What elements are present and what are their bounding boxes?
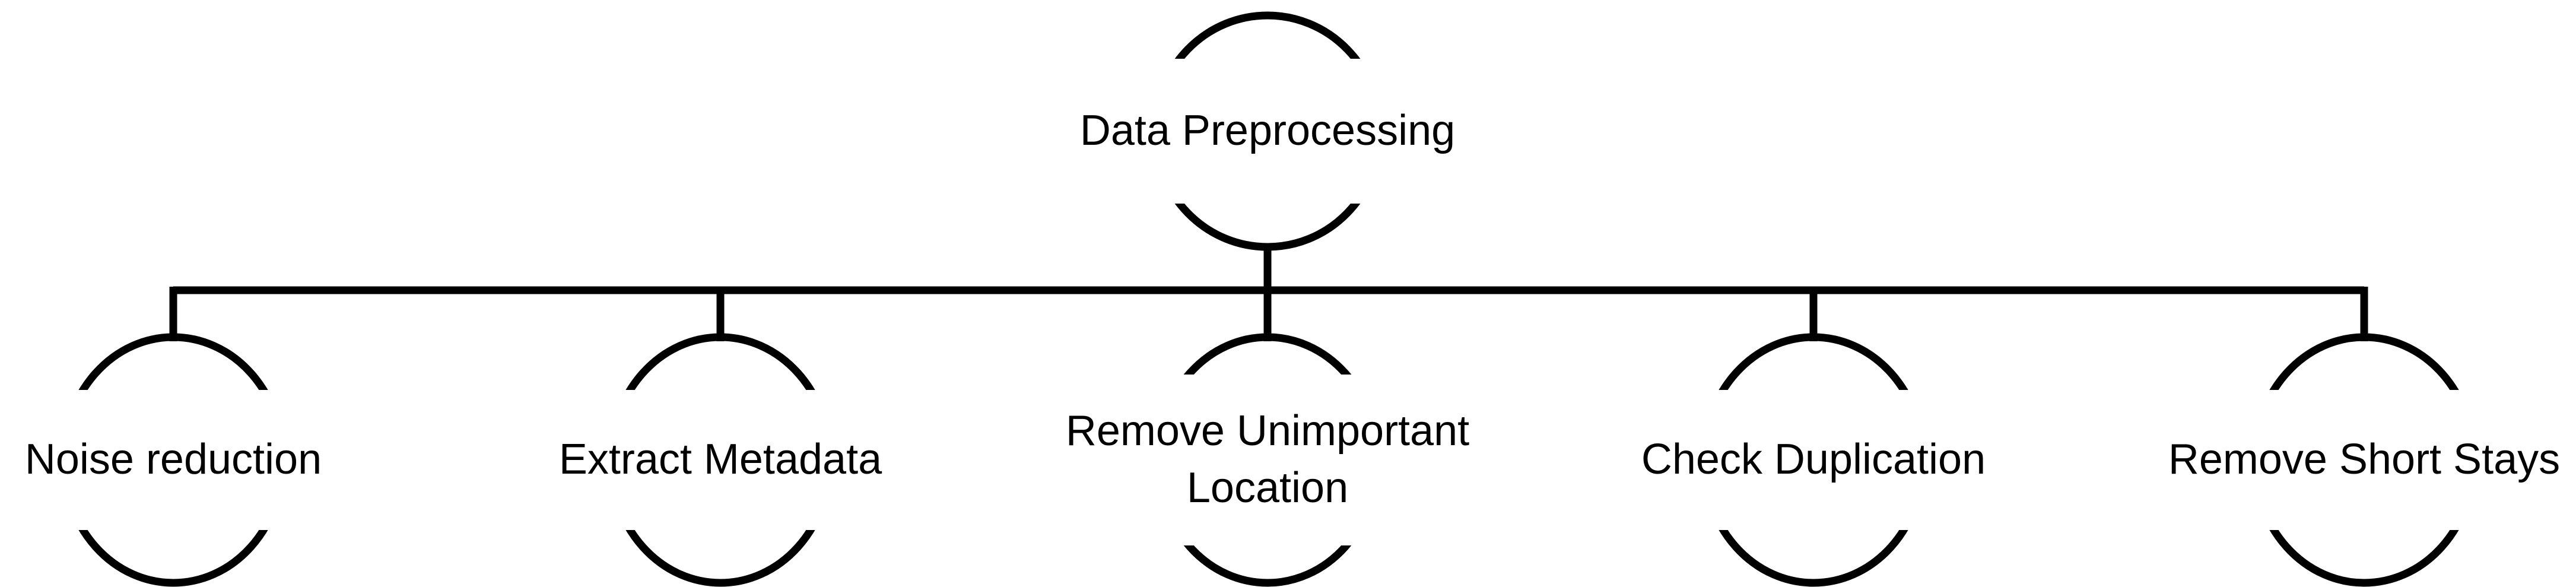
node-label-remove-short-stays: Remove Short Stays (2152, 390, 2576, 530)
node-label-check-duplication: Check Duplication (1624, 390, 2003, 530)
node-root-label: Data Preprocessing (1052, 59, 1484, 204)
node-label-noise-reduction: Noise reduction (0, 390, 347, 530)
node-label-extract-metadata: Extract Metadata (536, 390, 904, 530)
node-label-remove-unimportant-location: Remove Unimportant Location (1033, 375, 1502, 545)
